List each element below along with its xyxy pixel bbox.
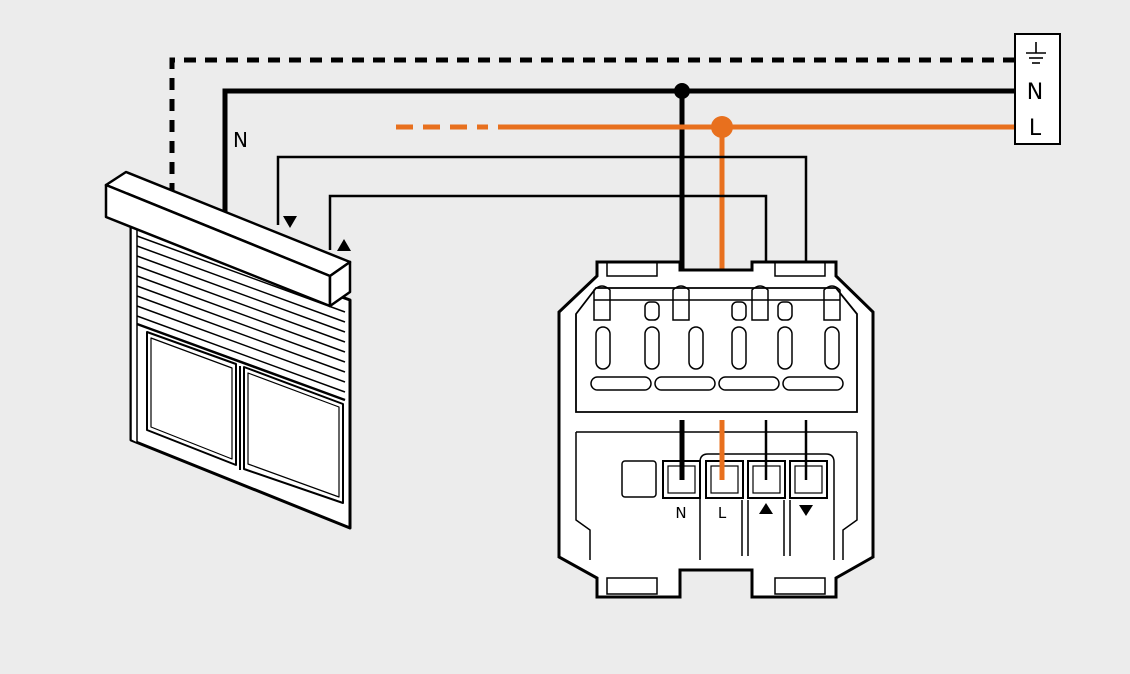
window-pane-left-inner [150,337,233,460]
earth-ground-icon [1026,42,1046,64]
switch-indicator [621,460,657,498]
terminal-block: N L [1014,33,1061,145]
up-arrow-icon [337,239,351,251]
switch-clips [593,285,841,321]
down-arrow-icon [799,505,813,516]
window-pane-right-inner [247,372,340,498]
switch-lower-left-edge [575,432,591,560]
switch-ear-bottom-right [774,577,826,595]
up-arrow-icon [759,503,773,514]
neutral-wire-motor [222,88,1015,213]
switch-ear-bottom-left [606,577,658,595]
switch-horizontal-slots [590,376,844,391]
motor-neutral-label: N [233,128,248,152]
switch-body [557,260,875,599]
terminal-neutral-label: N [1027,80,1043,105]
roller-shutter [104,170,352,530]
switch-ear-top-left [606,261,658,277]
wire-ends [679,420,808,480]
window-frame-side [130,220,138,444]
live-junction [711,116,733,138]
terminal-line-label: L [1029,116,1042,141]
switch-terminal-l-label: L [718,504,727,522]
down-arrow-icon [283,216,297,228]
switch-terminal-n-label: N [675,504,686,522]
window-pane-right [243,366,344,504]
earth-wire [169,57,1015,190]
window-pane-left [146,331,237,466]
shutter-box-end [328,260,352,308]
shutter-slats [136,235,346,402]
switch-ear-top-right [774,261,826,277]
shutter-switch [557,260,875,599]
switch-lower-right-edge [842,432,858,560]
wires [169,57,1015,478]
switch-slots [595,301,840,370]
neutral-junction [674,83,690,99]
